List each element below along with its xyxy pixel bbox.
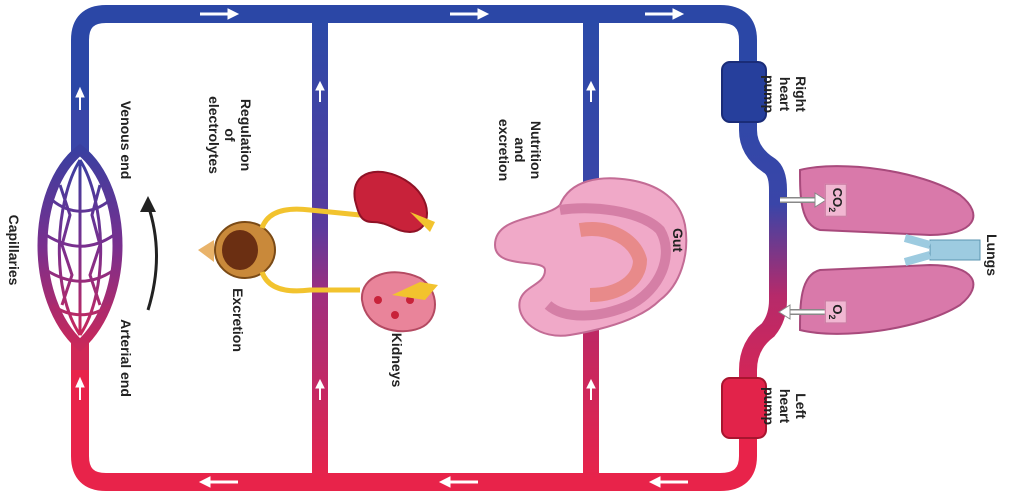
left-heart-label: Left heart pump [761, 387, 809, 425]
gut-icon [495, 178, 686, 336]
co2-text: CO [830, 188, 845, 208]
arterial-bottom-vessel [80, 360, 748, 482]
o2-subscript: 2 [827, 315, 837, 320]
flow-curve-arrow [148, 205, 157, 310]
excretion-label: Excretion [230, 288, 246, 352]
left-heart-pump [722, 378, 766, 438]
trachea-icon [930, 240, 980, 260]
co2-subscript: 2 [827, 207, 837, 212]
right-heart-pump [722, 62, 766, 122]
nutrition-label: Nutrition and excretion [496, 119, 544, 181]
right-heart-label: Right heart pump [761, 75, 809, 113]
flow-curve-arrowhead [140, 196, 156, 212]
right-heart-line-2: heart [777, 75, 793, 113]
bladder-icon [198, 222, 275, 278]
co2-badge: CO2 [825, 184, 847, 217]
right-heart-line-1: Right [793, 75, 809, 113]
capillary-bed [43, 150, 118, 345]
kidneys-label: Kidneys [389, 333, 405, 387]
regulation-line-2: of [222, 96, 238, 174]
lungs-label: Lungs [984, 234, 1000, 276]
left-heart-line-3: pump [761, 387, 777, 425]
regulation-line-3: electrolytes [206, 96, 222, 174]
nutrition-line-1: Nutrition [528, 119, 544, 181]
nutrition-line-2: and [512, 119, 528, 181]
ureter-lower [262, 272, 360, 291]
gut-label: Gut [670, 228, 686, 252]
arterial-end-label: Arterial end [118, 319, 134, 397]
right-heart-line-3: pump [761, 75, 777, 113]
venous-end-label: Venous end [118, 101, 134, 180]
regulation-label: Regulation of electrolytes [206, 96, 254, 174]
left-heart-line-2: heart [777, 387, 793, 425]
regulation-line-1: Regulation [238, 96, 254, 174]
o2-badge: O2 [825, 300, 847, 323]
ureter-upper [262, 209, 360, 228]
capillaries-label: Capillaries [6, 215, 22, 286]
left-heart-line-1: Left [793, 387, 809, 425]
kidney-lower-icon [362, 272, 438, 331]
o2-text: O [830, 304, 845, 314]
kidney-upper-icon [354, 172, 435, 232]
venous-top-vessel [80, 14, 748, 120]
nutrition-line-3: excretion [496, 119, 512, 181]
